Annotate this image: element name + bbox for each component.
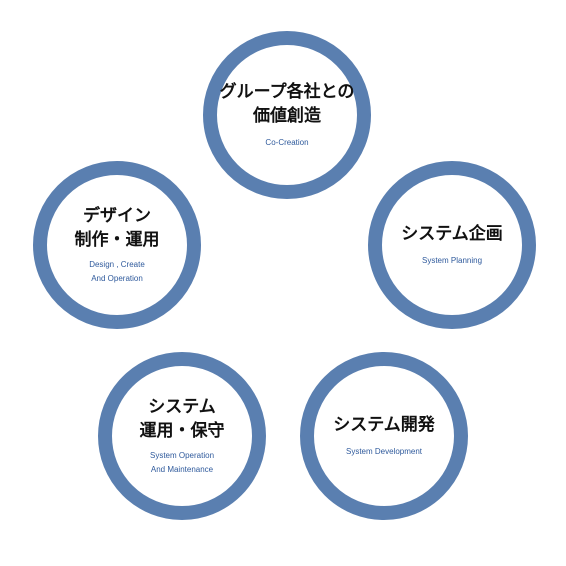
circle-subtitle: System Operation And Maintenance [150,449,214,477]
circle-title: グループ各社との 価値創造 [220,80,355,128]
circle-title-line: システム開発 [333,415,435,435]
circle-system-development: システム開発 System Development [300,352,468,520]
circle-subtitle-line: Design , Create [89,260,145,269]
circle-subtitle: System Planning [422,254,482,268]
circle-title-line: デザイン [83,206,151,226]
circle-subtitle: Co-Creation [265,136,308,150]
circle-subtitle-line: And Maintenance [150,465,214,474]
circle-subtitle-line: System Planning [421,256,483,265]
circle-subtitle: System Development [346,445,422,459]
circle-system-planning: システム企画 System Planning [368,161,536,329]
circle-title-line: 制作・運用 [74,230,160,250]
circle-subtitle-line: System Development [345,447,423,456]
circle-title-line: システム [148,397,216,417]
circle-title-line: グループ各社との [219,82,355,102]
circle-title: システム開発 [333,413,435,437]
circle-design-create-operation: デザイン 制作・運用 Design , Create And Operation [33,161,201,329]
circle-co-creation: グループ各社との 価値創造 Co-Creation [203,31,371,199]
circle-title: システム企画 [401,222,503,246]
circle-title: システム 運用・保守 [140,395,225,443]
circle-subtitle-line: System Operation [149,451,215,460]
circle-title: デザイン 制作・運用 [75,204,160,252]
circle-subtitle-line: Co-Creation [265,138,309,147]
circle-system-operation-maintenance: システム 運用・保守 System Operation And Maintena… [98,352,266,520]
circle-title-line: 運用・保守 [139,421,225,441]
circle-subtitle: Design , Create And Operation [89,258,145,286]
circle-title-line: システム企画 [401,224,503,244]
circle-subtitle-line: And Operation [91,274,143,283]
circle-title-line: 価値創造 [253,106,321,126]
